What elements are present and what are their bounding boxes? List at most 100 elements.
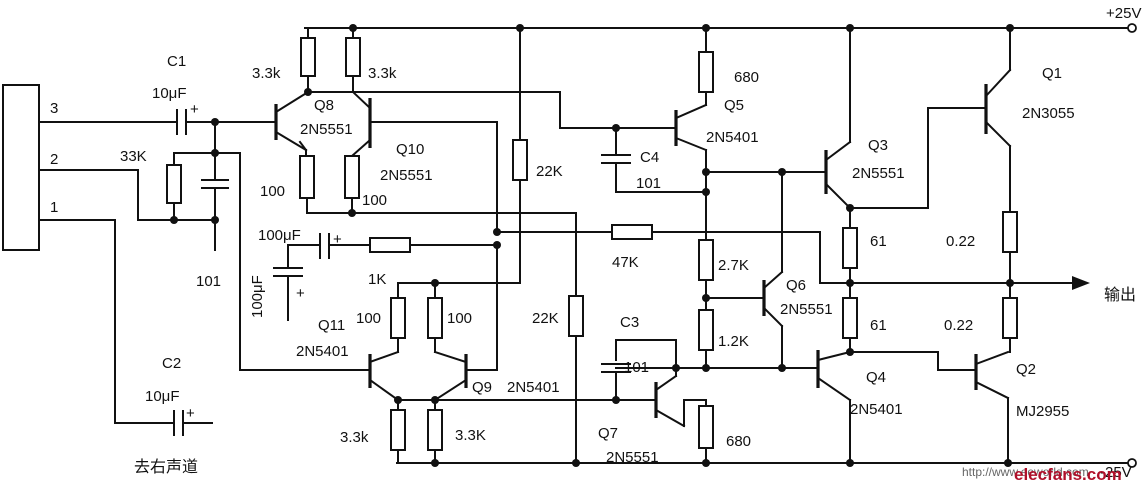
watermark-url: http://www.eeworld.com	[962, 465, 1089, 479]
q7-name: Q7	[598, 425, 618, 442]
c100u-vertical-label: 100μF	[249, 275, 266, 318]
resistor-680-bottom	[698, 405, 714, 449]
resistor-3k3-bottom-right	[427, 409, 443, 451]
c3-name: C3	[620, 314, 639, 331]
c1-name: C1	[167, 53, 186, 70]
resistor-3k3-q10	[345, 37, 361, 77]
r680-top-label: 680	[734, 69, 759, 86]
q10-part: 2N5551	[380, 167, 433, 184]
positive-rail-label: +25V	[1106, 5, 1141, 22]
q2-name: Q2	[1016, 361, 1036, 378]
connector-pin-2: 2	[50, 151, 58, 168]
q6-part: 2N5551	[780, 301, 833, 318]
positive-rail-terminal	[1127, 23, 1137, 33]
q1-part: 2N3055	[1022, 105, 1075, 122]
transistor-q6	[762, 270, 784, 328]
r100-q10-label: 100	[362, 192, 387, 209]
resistor-100-q8	[299, 155, 315, 199]
resistor-22k-top	[512, 139, 528, 181]
r100-q11a-label: 100	[356, 310, 381, 327]
resistor-61-bottom	[842, 297, 858, 339]
q3-part: 2N5551	[852, 165, 905, 182]
r680-bottom-label: 680	[726, 433, 751, 450]
q7-part: 2N5551	[606, 449, 659, 466]
transistor-q9	[433, 350, 468, 402]
q3-name: Q3	[868, 137, 888, 154]
negative-rail-terminal	[1127, 458, 1137, 468]
c100u-vertical-plus: +	[296, 285, 305, 302]
transistor-q1	[984, 68, 1012, 148]
transistor-q7	[654, 374, 686, 428]
c2-value: 10μF	[145, 388, 180, 405]
transistor-q11	[368, 350, 400, 402]
q4-name: Q4	[866, 369, 886, 386]
connector-pin-1: 1	[50, 199, 58, 216]
q5-part: 2N5401	[706, 129, 759, 146]
r100-q8-label: 100	[260, 183, 285, 200]
r22k-top-label: 22K	[536, 163, 563, 180]
q4-part: 2N5401	[850, 401, 903, 418]
q8-name: Q8	[314, 97, 334, 114]
resistor-022-top	[1002, 211, 1018, 253]
r022-bottom-label: 0.22	[944, 317, 973, 334]
transistor-q10	[350, 90, 372, 158]
transistor-q4	[816, 350, 852, 402]
q9-part: 2N5401	[507, 379, 560, 396]
right-channel-label: 去右声道	[134, 457, 198, 476]
q5-name: Q5	[724, 97, 744, 114]
c100u-feedback-plus: +	[333, 231, 342, 248]
q2-part: MJ2955	[1016, 403, 1069, 420]
r1k-label: 1K	[368, 271, 386, 288]
resistor-100-q11b	[427, 297, 443, 339]
r22k-bottom-label: 22K	[532, 310, 559, 327]
r3k3-bl-label: 3.3k	[340, 429, 369, 446]
c3-value: 101	[624, 359, 649, 376]
capacitor-c4	[601, 154, 631, 164]
capacitor-c2: +	[173, 405, 195, 436]
r022-top-label: 0.22	[946, 233, 975, 250]
c4-name: C4	[640, 149, 659, 166]
r47k-label: 47K	[612, 254, 639, 271]
resistor-100-q11a	[390, 297, 406, 339]
resistor-3k3-q8	[300, 37, 316, 77]
c2-name: C2	[162, 355, 181, 372]
r100-q11b-label: 100	[447, 310, 472, 327]
negative-rail-label: -25V	[1100, 464, 1132, 481]
positive-rail	[304, 23, 1137, 33]
q11-name: Q11	[318, 317, 345, 334]
transistor-q5	[674, 103, 708, 152]
q9-name: Q9	[472, 379, 492, 396]
capacitor-c1: +	[176, 101, 199, 135]
q10-name: Q10	[396, 141, 424, 158]
resistor-022-bottom	[1002, 297, 1018, 339]
resistor-100-q10	[344, 155, 360, 199]
resistor-1k	[369, 237, 411, 253]
c4-value: 101	[636, 175, 661, 192]
resistor-3k3-bottom-left	[390, 409, 406, 451]
resistor-47k	[611, 224, 653, 240]
r61-bottom-label: 61	[870, 317, 887, 334]
r3k3-br-label: 3.3K	[455, 427, 486, 444]
resistor-33k	[166, 164, 182, 204]
c-input-101-label: 101	[196, 273, 221, 290]
resistor-22k-bottom	[568, 295, 584, 337]
capacitor-101-input	[201, 179, 229, 189]
connector-pin-3: 3	[50, 100, 58, 117]
resistor-2k7	[698, 239, 714, 281]
r2k7-label: 2.7K	[718, 257, 749, 274]
watermark-logo: elecfans.com	[1014, 465, 1122, 484]
input-connector: 3 2 1	[2, 84, 58, 251]
c2-plus: +	[186, 405, 195, 422]
q1-name: Q1	[1042, 65, 1062, 82]
resistor-1k2	[698, 309, 714, 351]
resistor-680-top	[698, 51, 714, 93]
r3k3-q10-label: 3.3k	[368, 65, 397, 82]
q6-name: Q6	[786, 277, 806, 294]
transistor-q2	[974, 350, 1010, 400]
transistor-q8	[274, 90, 310, 152]
r33k-label: 33K	[120, 148, 147, 165]
r3k3-q8-label: 3.3k	[252, 65, 281, 82]
q8-part: 2N5551	[300, 121, 353, 138]
c1-plus: +	[190, 101, 199, 118]
